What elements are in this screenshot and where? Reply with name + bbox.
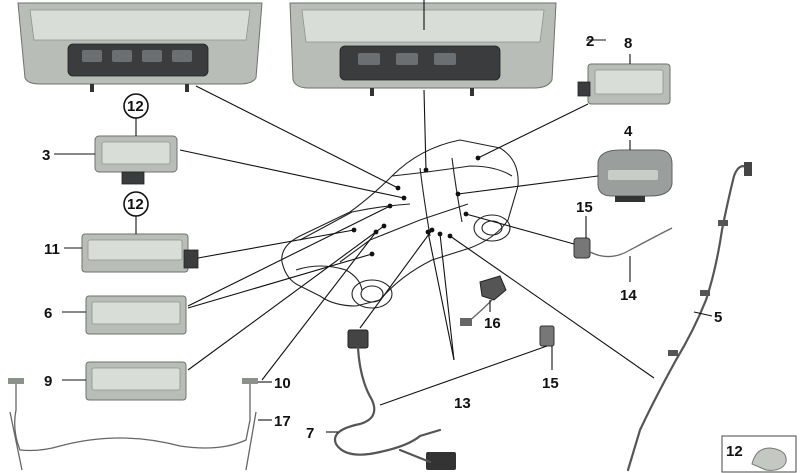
connector-15-lower: [379, 325, 555, 406]
part-label-12-mid: 12: [127, 196, 144, 213]
part-label-16: 16: [484, 315, 501, 332]
lamp-11: [81, 233, 199, 273]
part-labels: 2 8 4 12 3 12 11 15 14 5 6 16 9 10 15 13…: [42, 33, 722, 442]
part-label-13: 13: [454, 395, 471, 412]
lamp-3: [94, 135, 178, 185]
lamp-8: [577, 63, 671, 105]
lamp-6: [85, 295, 187, 335]
harness-5: [626, 162, 752, 472]
part-label-9: 9: [44, 373, 52, 390]
inset-12: 12: [721, 435, 797, 473]
front-roof-console: [17, 2, 263, 92]
lamp-9: [85, 361, 187, 401]
part-label-15-lower: 15: [542, 375, 559, 392]
part-label-15-upper: 15: [576, 199, 593, 216]
roof-console-2: [289, 0, 557, 96]
part-label-2: 2: [586, 33, 594, 50]
part-label-6: 6: [44, 305, 52, 322]
part-label-12-top: 12: [127, 98, 144, 115]
part-label-4: 4: [624, 123, 633, 140]
connection-dots: [351, 155, 481, 257]
dome-lamp-4: [597, 149, 673, 202]
leader-lines: [54, 39, 713, 433]
cable-7: [333, 329, 456, 470]
car-outline: [281, 139, 519, 309]
part-label-3: 3: [42, 147, 50, 164]
cable-loop-10-17: [8, 378, 272, 471]
part-label-14: 14: [620, 287, 637, 304]
part-label-8: 8: [624, 35, 632, 52]
part-label-11: 11: [44, 241, 60, 258]
part-label-5: 5: [714, 309, 722, 326]
part-label-17: 17: [274, 413, 291, 430]
part-label-7: 7: [306, 425, 314, 442]
sensor-15-cable-14: [573, 227, 673, 259]
part-label-10: 10: [274, 375, 291, 392]
part-label-12-inset: 12: [726, 443, 743, 460]
